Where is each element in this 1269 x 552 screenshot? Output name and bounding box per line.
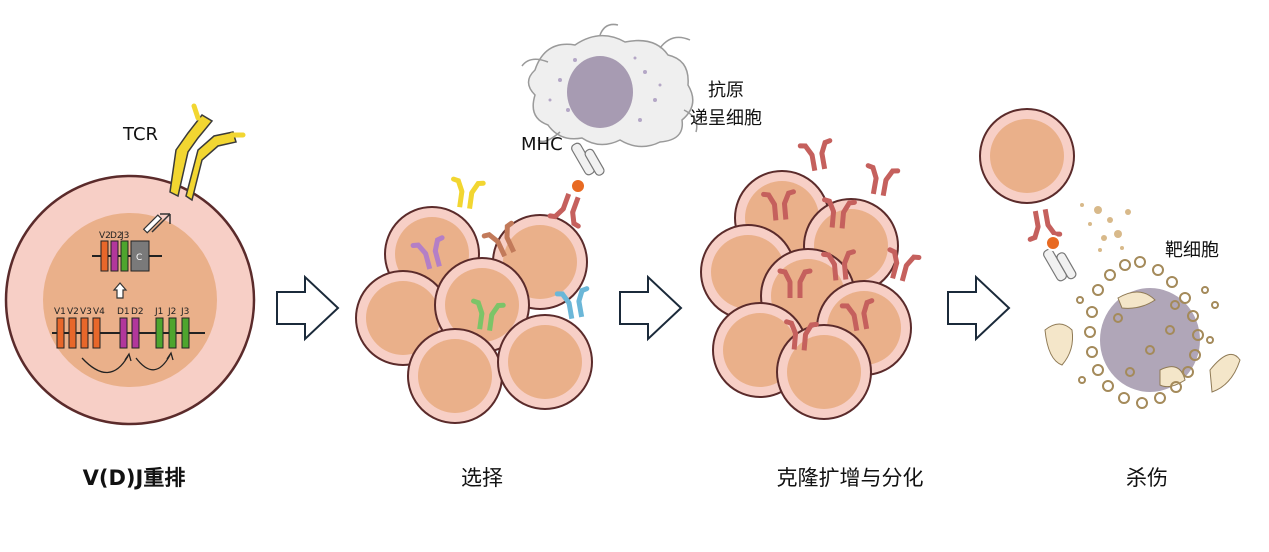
step-caption-expansion: 克隆扩增与分化 (776, 466, 924, 490)
rearranged-v-label: V2 (99, 231, 111, 241)
mhc-molecule (570, 142, 605, 194)
germline-gene (52, 317, 205, 374)
vdj-cell (4, 174, 256, 426)
expanded-cell-cluster (700, 170, 912, 420)
step-arrow-icon (619, 274, 683, 342)
germline-j1-label: J1 (154, 307, 163, 317)
mhc-target-molecule (1043, 235, 1077, 282)
step-caption-vdj: V(D)J重排 (82, 466, 186, 490)
rearranged-d-label: D2 (110, 231, 123, 241)
antigen-presenting-cell (521, 23, 698, 148)
tcr-label: TCR (123, 124, 159, 145)
apc-label-line2: 递呈细胞 (690, 108, 762, 129)
target-cell-label: 靶细胞 (1165, 240, 1219, 261)
rearranged-gene (92, 240, 162, 272)
rearranged-j-label: J3 (120, 231, 129, 241)
tcr-yellow-icon (450, 179, 483, 210)
germline-d1-label: D1 (117, 307, 130, 317)
germline-v3-label: V3 (80, 307, 92, 317)
step-arrow-icon (947, 274, 1011, 342)
germline-v1-label: V1 (54, 307, 66, 317)
germline-v2-label: V2 (67, 307, 79, 317)
killer-t-cell (979, 108, 1075, 204)
step-caption-selection: 选择 (461, 466, 503, 490)
apc-label-line1: 抗原 (708, 80, 744, 101)
tcr-receptor-icon (169, 103, 246, 202)
arrow-to-tcr-icon (142, 213, 171, 234)
germline-v4-label: V4 (93, 307, 105, 317)
germline-d2-label: D2 (131, 307, 144, 317)
up-arrow-icon (112, 282, 128, 299)
germline-j3-label: J3 (180, 307, 189, 317)
step-caption-killing: 杀伤 (1126, 466, 1168, 490)
constant-label: C (136, 253, 142, 263)
germline-j2-label: J2 (167, 307, 176, 317)
selection-cell-cluster (355, 206, 593, 424)
tcr-killer-icon (1025, 208, 1059, 240)
target-cell-debris (1044, 203, 1241, 409)
mhc-label: MHC (521, 134, 563, 155)
step-arrow-icon (276, 274, 340, 342)
